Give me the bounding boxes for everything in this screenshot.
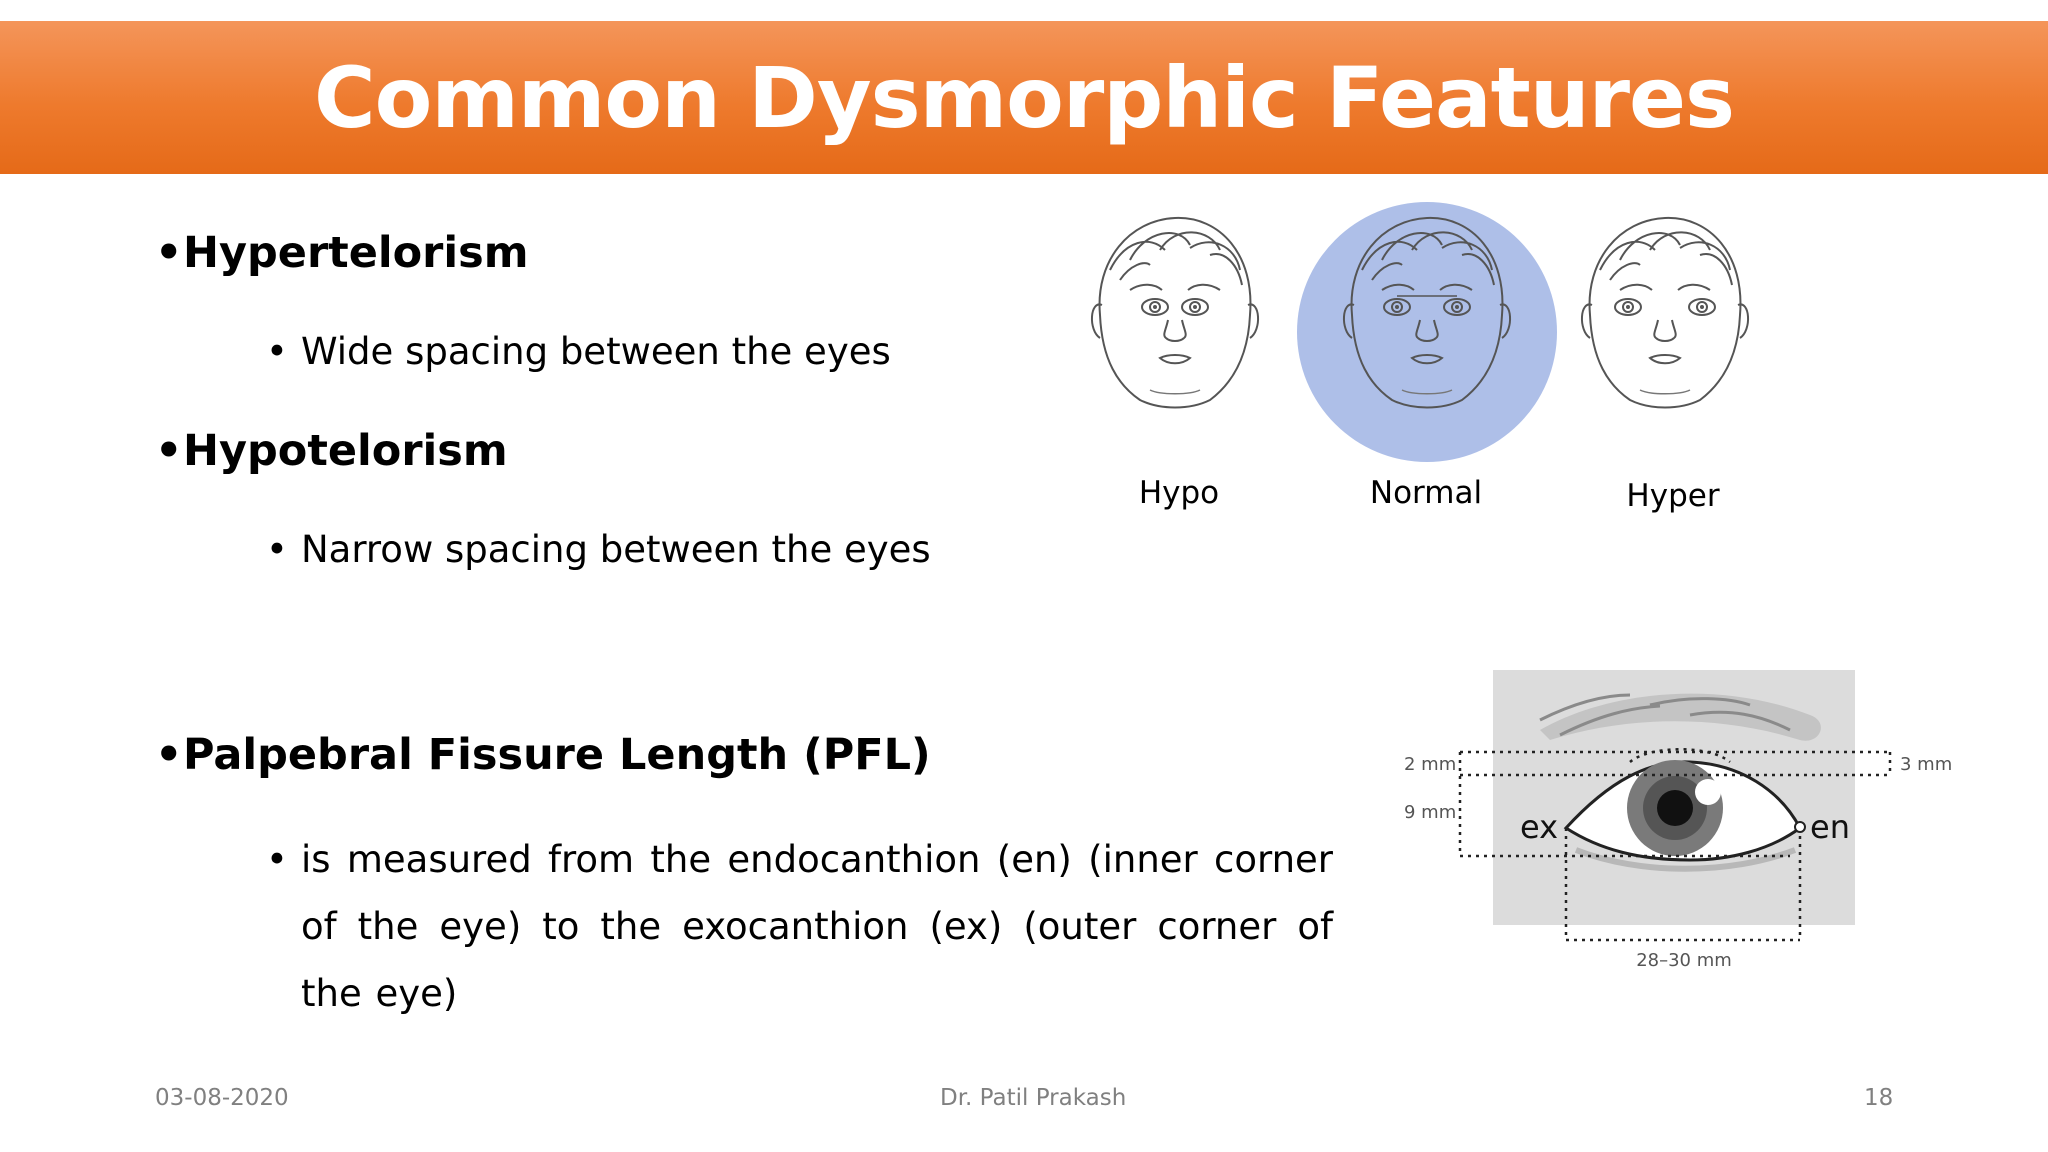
bullet-hypotelorism: Hypotelorism <box>155 426 508 476</box>
label-3mm: 3 mm <box>1900 754 1952 775</box>
eye-measurement-figure: 2 mm 9 mm 3 mm ex en 28–30 mm <box>1404 670 1952 970</box>
footer-date: 03-08-2020 <box>155 1085 289 1111</box>
bullet-pfl: Palpebral Fissure Length (PFL) <box>155 730 931 780</box>
faces-figure: Hypo Normal Hyper <box>1090 202 1750 514</box>
label-2mm: 2 mm <box>1404 754 1456 775</box>
sub-bullet-pfl: is measured from the endocanthion (en) (… <box>266 826 1333 1027</box>
bullet-hypertelorism: Hypertelorism <box>155 228 528 278</box>
face-label-normal: Normal <box>1370 475 1482 511</box>
face-label-hypo: Hypo <box>1139 475 1219 511</box>
label-ex: ex <box>1520 808 1558 846</box>
title-bar: Common Dysmorphic Features <box>0 21 2048 174</box>
slide-title: Common Dysmorphic Features <box>313 48 1735 147</box>
sub-bullet-hypertelorism: Wide spacing between the eyes <box>266 330 891 373</box>
label-9mm: 9 mm <box>1404 802 1456 823</box>
label-en: en <box>1810 808 1850 846</box>
footer-author: Dr. Patil Prakash <box>940 1085 1127 1111</box>
sub-bullet-hypotelorism: Narrow spacing between the eyes <box>266 528 931 571</box>
footer-page-number: 18 <box>1864 1085 1894 1111</box>
face-label-hyper: Hyper <box>1626 478 1719 514</box>
label-width: 28–30 mm <box>1636 950 1732 970</box>
